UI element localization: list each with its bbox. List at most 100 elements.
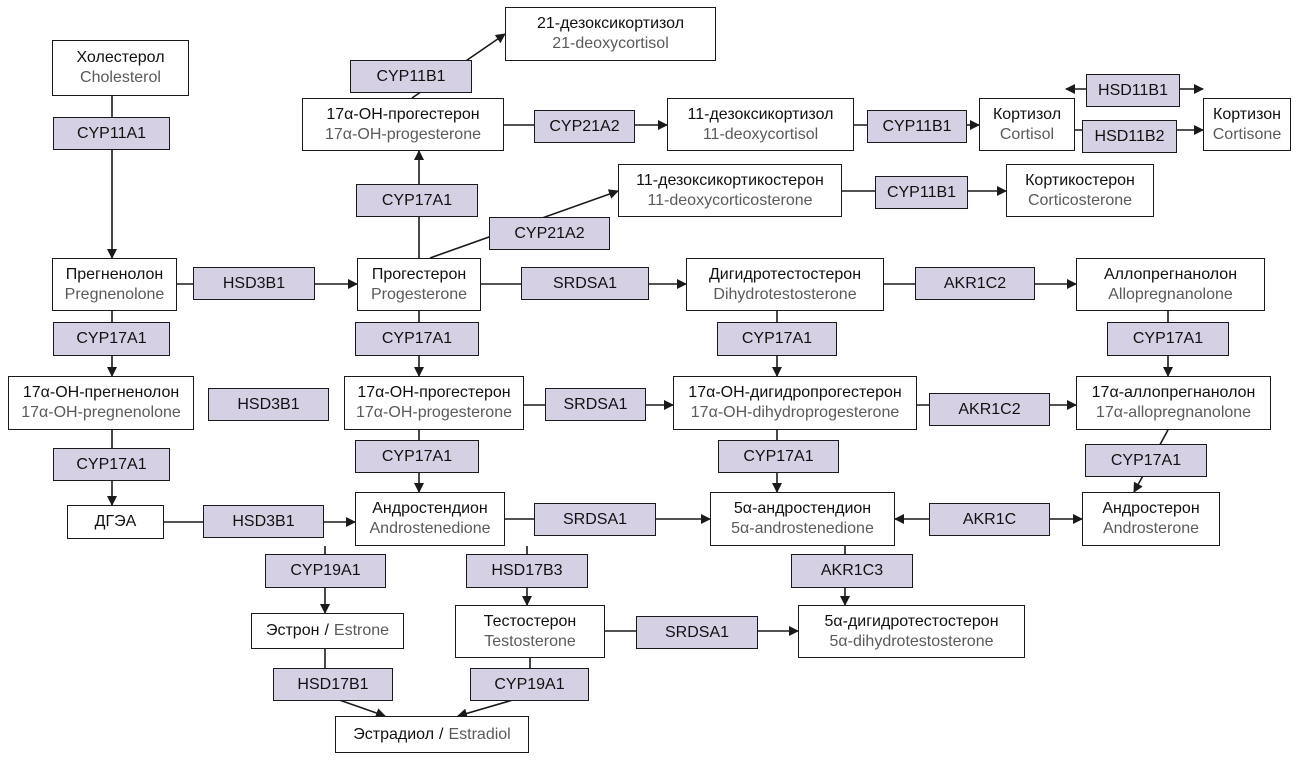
enzyme-cyp11a1: CYP11A1 <box>53 117 170 150</box>
node-label-en: Androsterone <box>1102 520 1200 537</box>
enzyme-cyp17a1-17-allopregnanolone: CYP17A1 <box>1085 444 1207 477</box>
node-androsterone: Андростерон Androsterone <box>1082 492 1220 546</box>
node-17oh-progesterone-top: 17α-ОН-прогестерон 17α-OH-progesterone <box>302 98 504 151</box>
enzyme-hsd3b1-middle: HSD3B1 <box>208 388 329 421</box>
node-corticosterone: Кортикостерон Corticosterone <box>1006 164 1154 217</box>
node-label-en: Cholesterol <box>80 69 161 86</box>
node-label-ru: 5α-дигидротестостерон <box>824 612 999 630</box>
enzyme-cyp19a1-estrone: CYP19A1 <box>265 554 386 588</box>
enzyme-srdsa1-progesterone: SRDSA1 <box>521 267 649 300</box>
enzyme-cyp21a2-cortisol: CYP21A2 <box>534 110 635 143</box>
node-label-en: Progesterone <box>370 285 468 303</box>
enzyme-cyp17a1-progesterone-down: CYP17A1 <box>355 322 479 356</box>
enzyme-cyp11b1-cortisol: CYP11B1 <box>867 110 967 143</box>
node-17-allopregnanolone: 17α-аллопрегнанолон 17α-allopregnanolone <box>1076 376 1271 430</box>
node-label-ru: 17α-ОН-дигидропрогестерон <box>688 384 902 401</box>
enzyme-akr1c2-allopregnanolone: AKR1C2 <box>915 267 1035 300</box>
enzyme-hsd17b1: HSD17B1 <box>273 668 393 701</box>
enzyme-akr1c3: AKR1C3 <box>791 554 913 588</box>
enzyme-cyp17a1-dihydroprogesterone: CYP17A1 <box>717 322 837 356</box>
node-androstenedione: Андростендион Androstenedione <box>355 492 505 546</box>
node-label-ru: Эстрон <box>265 622 320 639</box>
node-label-en: Corticosterone <box>1027 191 1133 209</box>
enzyme-srdsa1-androstenedione: SRDSA1 <box>534 503 656 536</box>
node-label-en: 21-deoxycortisol <box>552 35 669 52</box>
enzyme-cyp17a1-allopregnanolone: CYP17A1 <box>1107 322 1229 356</box>
node-label-ru: 11-дезоксикортикостерон <box>636 171 824 189</box>
node-pregnenolone: Прегненолон Pregnenolone <box>52 258 177 311</box>
node-label-ru: 17α-ОН-прогестерон <box>326 105 480 123</box>
node-label-separator: / <box>324 622 329 639</box>
node-label-ru: ДГЭА <box>94 513 137 530</box>
node-dihydrotestosterone-prog: Дигидротестостерон Dihydrotestosterone <box>686 258 884 311</box>
node-label-ru: 11-дезоксикортизол <box>687 105 834 123</box>
node-label-en: 17α-OH-dihydroprogesterone <box>690 404 900 421</box>
node-testosterone: Тестостерон Testosterone <box>455 605 605 658</box>
node-cortisone: Кортизон Cortisone <box>1203 98 1291 151</box>
node-estradiol: Эстрадиол / Estradiol <box>335 716 529 753</box>
node-label-ru: 17α-ОН-прогестерон <box>357 384 511 401</box>
node-allopregnanolone: Аллопрегнанолон Allopregnanolone <box>1076 258 1265 311</box>
enzyme-hsd11b1: HSD11B1 <box>1086 74 1180 107</box>
enzyme-cyp17a1-pregnenolone: CYP17A1 <box>53 322 170 356</box>
node-label-en: Allopregnanolone <box>1108 285 1233 303</box>
node-label-en: 5α-dihydrotestosterone <box>829 632 994 650</box>
node-label-en: Pregnenolone <box>64 285 165 303</box>
enzyme-cyp11b1-top: CYP11B1 <box>350 60 472 93</box>
node-cortisol: Кортизол Cortisol <box>979 98 1075 151</box>
enzyme-cyp21a2-doc: CYP21A2 <box>489 217 610 250</box>
node-dhea: ДГЭА <box>67 505 164 539</box>
node-label-en: 5α-androstenedione <box>731 520 874 537</box>
node-estrone: Эстрон / Estrone <box>251 613 404 649</box>
enzyme-cyp17a1-17oh-pregnenolone: CYP17A1 <box>53 448 170 481</box>
enzyme-cyp17a1-progesterone-up: CYP17A1 <box>356 184 478 217</box>
node-11-deoxycorticosterone: 11-дезоксикортикостерон 11-deoxycorticos… <box>618 164 842 217</box>
node-label-en: 17α-OH-progesterone <box>356 404 512 421</box>
enzyme-srdsa1-testosterone: SRDSA1 <box>636 616 758 649</box>
node-label-en: Androstenedione <box>369 520 491 537</box>
node-21-deoxycortisol: 21-дезоксикортизол 21-deoxycortisol <box>505 7 716 61</box>
enzyme-cyp11b1-corticosterone: CYP11B1 <box>875 176 968 209</box>
node-label-ru: Эстрадиол <box>353 725 435 743</box>
node-17oh-progesterone-mid: 17α-ОН-прогестерон 17α-OH-progesterone <box>344 376 524 430</box>
node-cholesterol: Холестерол Cholesterol <box>52 40 189 96</box>
node-label-ru: Прегненолон <box>65 265 164 283</box>
node-label-ru: Дигидротестостерон <box>708 265 862 283</box>
node-label-ru: 17α-ОН-прегненолон <box>22 384 180 401</box>
node-label-en: 11-deoxycorticosterone <box>647 191 813 209</box>
node-label-en: 11-deoxycortisol <box>702 125 819 143</box>
enzyme-akr1c2-17oh-dihydroprogesterone: AKR1C2 <box>929 393 1050 426</box>
node-label-ru: Прогестерон <box>371 265 467 283</box>
node-label-en: 17α-OH-progesterone <box>325 125 481 143</box>
node-label-en: 17α-allopregnanolone <box>1095 404 1252 421</box>
enzyme-hsd17b3: HSD17B3 <box>466 554 588 588</box>
enzyme-cyp19a1-estradiol: CYP19A1 <box>470 668 589 701</box>
enzyme-hsd3b1-dhea: HSD3B1 <box>203 505 324 538</box>
node-label-en: Dihydrotestosterone <box>713 285 857 303</box>
node-5a-dihydrotestosterone: 5α-дигидротестостерон 5α-dihydrotestoste… <box>798 605 1025 658</box>
node-label-ru: 17α-аллопрегнанолон <box>1091 384 1256 401</box>
node-11-deoxycortisol: 11-дезоксикортизол 11-deoxycortisol <box>667 98 854 151</box>
node-label-ru: Тестостерон <box>483 612 577 630</box>
enzyme-cyp17a1-17oh-dihydroprogesterone: CYP17A1 <box>718 440 839 473</box>
node-label-ru: Андростендион <box>372 500 488 517</box>
node-progesterone: Прогестерон Progesterone <box>357 258 481 311</box>
node-label-en: Estradiol <box>448 725 511 743</box>
enzyme-srdsa1-17oh-progesterone: SRDSA1 <box>545 388 646 421</box>
node-label-en: Cortisone <box>1212 125 1282 143</box>
enzyme-cyp17a1-17oh-progesterone: CYP17A1 <box>355 440 479 473</box>
node-label-en: Cortisol <box>999 125 1055 143</box>
node-label-separator: / <box>439 725 444 743</box>
node-label-en: Estrone <box>333 622 390 639</box>
node-label-ru: Кортикостерон <box>1025 171 1135 189</box>
node-label-ru: Кортизон <box>1213 105 1281 123</box>
node-label-ru: 5α-андростендион <box>733 500 872 517</box>
node-label-en: Testosterone <box>484 632 576 650</box>
node-5a-androstenedione: 5α-андростендион 5α-androstenedione <box>710 492 895 546</box>
enzyme-hsd3b1-pregnenolone: HSD3B1 <box>193 267 315 300</box>
enzyme-akr1c: AKR1C <box>929 503 1050 536</box>
node-label-ru: Холестерол <box>76 49 165 66</box>
node-17oh-pregnenolone: 17α-ОН-прегненолон 17α-OH-pregnenolone <box>8 376 194 430</box>
node-label-ru: Аллопрегнанолон <box>1103 265 1238 283</box>
